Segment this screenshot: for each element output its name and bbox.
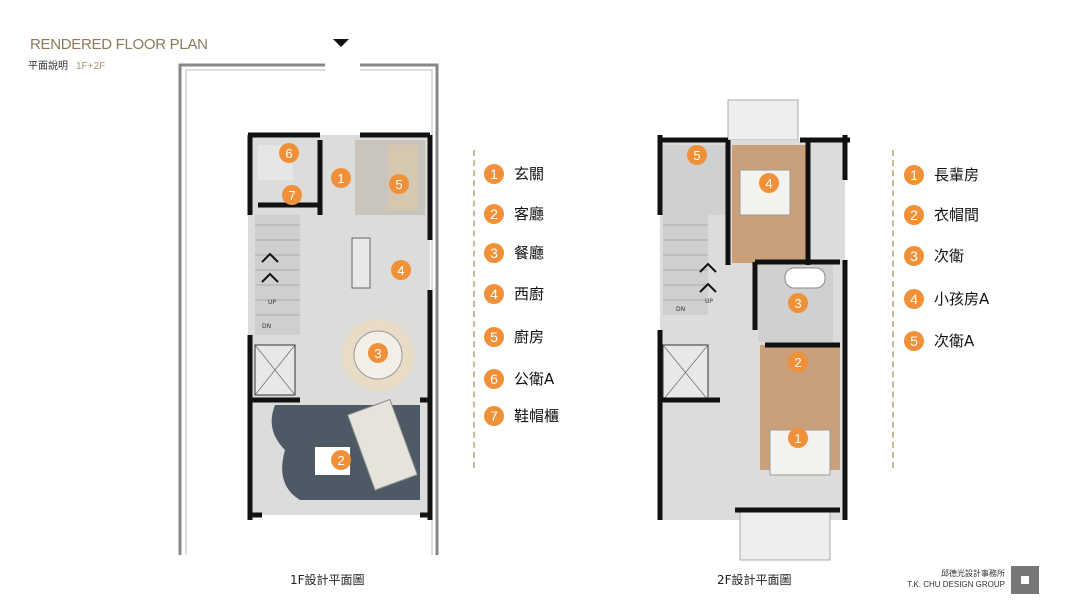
- stair-up-label: UP: [268, 299, 276, 306]
- north-arrow-icon: [333, 39, 349, 47]
- legend-label: 次衛: [934, 247, 965, 265]
- stair-1f: [255, 215, 300, 335]
- legend-item: 3 次衛: [904, 245, 964, 266]
- marker-1f-2: 2: [331, 450, 351, 470]
- svg-text:7: 7: [288, 188, 295, 203]
- legend-item: 5 次衛A: [904, 330, 974, 351]
- legend-item: 2 客廳: [484, 203, 544, 224]
- svg-text:2: 2: [337, 453, 344, 468]
- stair-down-label-2f: DN: [676, 306, 685, 313]
- legend-divider-2f: [892, 150, 894, 468]
- number-badge: 1: [484, 163, 504, 184]
- number-badge: 2: [904, 204, 924, 225]
- svg-text:6: 6: [285, 146, 292, 161]
- legend-item: 4 小孩房A: [904, 288, 989, 309]
- legend-label: 餐廳: [514, 244, 545, 262]
- svg-text:1: 1: [794, 431, 801, 446]
- legend-label: 公衛A: [514, 370, 555, 388]
- marker-1f-5: 5: [389, 174, 409, 194]
- svg-text:1: 1: [337, 171, 344, 186]
- marker-1f-1: 1: [331, 168, 351, 188]
- company-logo-icon: [1011, 566, 1039, 594]
- number-badge: 1: [904, 164, 924, 185]
- svg-text:3: 3: [794, 296, 801, 311]
- floors-label: 1F+2F: [76, 61, 106, 72]
- number-badge: 4: [904, 288, 924, 309]
- legend-label: 客廳: [514, 205, 545, 223]
- marker-1f-4: 4: [391, 260, 411, 280]
- number-badge: 7: [484, 405, 504, 426]
- marker-1f-7: 7: [282, 185, 302, 205]
- legend-item: 1 長輩房: [904, 164, 979, 185]
- page-subtitle: 平面說明 1F+2F: [28, 57, 105, 72]
- legend-label: 長輩房: [934, 166, 980, 184]
- legend-item: 5 廚房: [484, 326, 544, 347]
- plan-2f: UP DN: [657, 99, 850, 561]
- legend-label: 玄關: [514, 165, 545, 183]
- stair-up-label-2f: UP: [705, 298, 713, 305]
- legend-label: 衣帽間: [934, 206, 980, 224]
- caption-1f: 1F設計平面圖: [290, 573, 365, 587]
- legend-label: 鞋帽櫃: [514, 407, 560, 425]
- svg-text:3: 3: [374, 346, 381, 361]
- number-badge: 3: [904, 245, 924, 266]
- plan-1f: UP DN: [178, 63, 439, 555]
- company-name-en: T.K. CHU DESIGN GROUP: [907, 580, 1005, 589]
- svg-text:5: 5: [395, 177, 402, 192]
- company-logo-text: 邱德光設計事務所 T.K. CHU DESIGN GROUP: [907, 568, 1005, 590]
- caption-2f: 2F設計平面圖: [717, 573, 792, 587]
- marker-2f-3: 3: [788, 293, 808, 313]
- number-badge: 6: [484, 368, 504, 389]
- legend-item: 3 餐廳: [484, 242, 544, 263]
- legend-item: 7 鞋帽櫃: [484, 405, 559, 426]
- legend-item: 1 玄關: [484, 163, 544, 184]
- number-badge: 2: [484, 203, 504, 224]
- legend-item: 6 公衛A: [484, 368, 554, 389]
- marker-2f-4: 4: [759, 173, 779, 193]
- legend-label: 西廚: [514, 285, 545, 303]
- marker-1f-3: 3: [368, 343, 388, 363]
- subtitle-text: 平面說明: [28, 61, 68, 72]
- number-badge: 5: [904, 330, 924, 351]
- svg-text:4: 4: [397, 263, 404, 278]
- marker-1f-6: 6: [279, 143, 299, 163]
- stair-down-label: DN: [262, 323, 271, 330]
- legend-item: 4 西廚: [484, 283, 544, 304]
- number-badge: 5: [484, 326, 504, 347]
- svg-text:5: 5: [693, 148, 700, 163]
- legend-label: 廚房: [514, 328, 545, 346]
- legend-divider-1f: [473, 150, 475, 468]
- svg-text:2: 2: [794, 355, 801, 370]
- legend-label: 次衛A: [934, 332, 975, 350]
- legend-item: 2 衣帽間: [904, 204, 979, 225]
- marker-2f-5: 5: [687, 145, 707, 165]
- number-badge: 4: [484, 283, 504, 304]
- legend-label: 小孩房A: [934, 290, 990, 308]
- page-title: RENDERED FLOOR PLAN: [30, 36, 208, 53]
- company-name-cn: 邱德光設計事務所: [941, 569, 1005, 578]
- svg-text:4: 4: [765, 176, 772, 191]
- marker-2f-2: 2: [788, 352, 808, 372]
- number-badge: 3: [484, 242, 504, 263]
- marker-2f-1: 1: [788, 428, 808, 448]
